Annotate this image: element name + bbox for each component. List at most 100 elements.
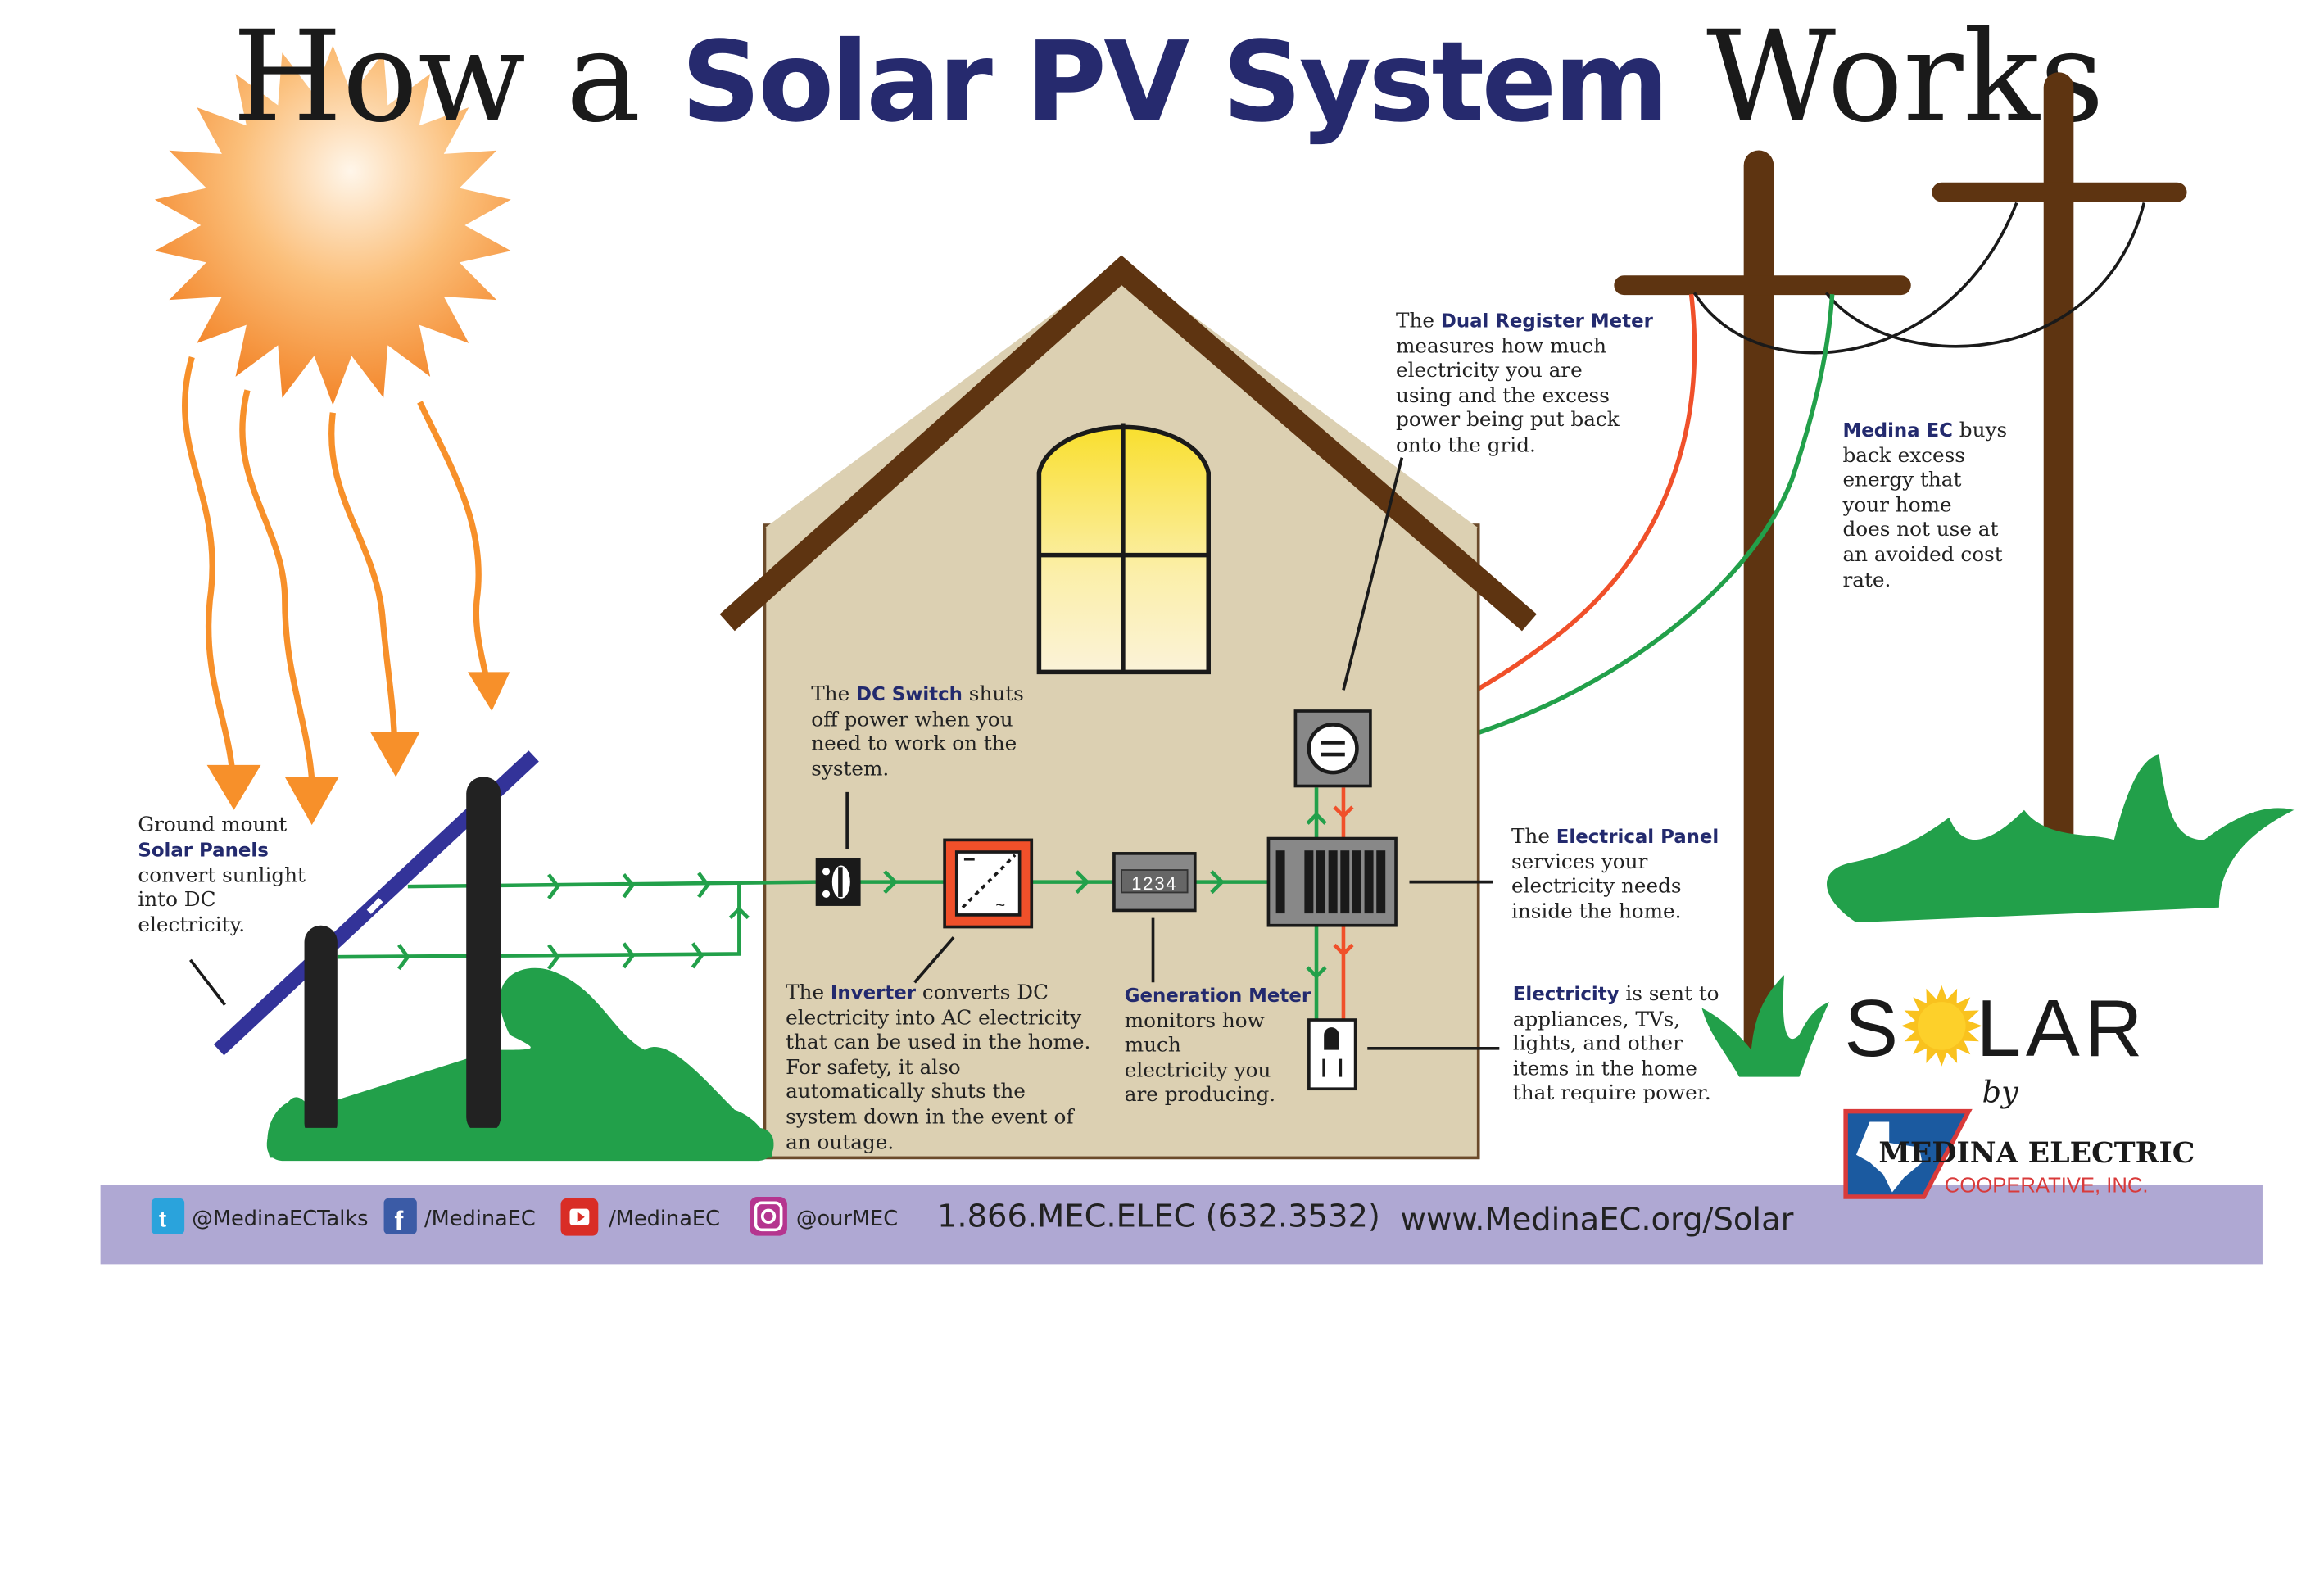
caption-dual-register-meter: The Dual Register Meter measures how muc… [1396, 308, 1654, 456]
breaker [1352, 850, 1361, 914]
outlet-icon [1307, 1018, 1500, 1091]
title-part1: How a [233, 4, 682, 151]
twitter-glyph: t [159, 1207, 166, 1232]
twitter-handle: @MedinaECTalks [192, 1207, 368, 1231]
caption-line: much [1125, 1032, 1181, 1056]
caption-text: The [786, 980, 831, 1003]
caption-highlight: Electrical Panel [1556, 827, 1719, 848]
caption-medina-buys-back: Medina EC buys back excess energy that y… [1842, 418, 2007, 591]
instagram-handle: @ourMEC [796, 1207, 898, 1231]
caption-text: The [1396, 308, 1441, 332]
caption-line: electricity. [138, 913, 245, 936]
company-name: MEDINA ELECTRIC [1878, 1136, 2195, 1170]
caption-line: Electricity is sent to [1513, 981, 1719, 1005]
caption-line: an avoided cost [1842, 542, 2002, 566]
youtube-handle: /MedinaEC [609, 1207, 720, 1231]
caption-line: energy that [1842, 467, 1961, 491]
caption-generation-meter: Generation Meter monitors how much elect… [1125, 985, 1311, 1106]
grass-tuft [1701, 975, 1829, 1077]
caption-line: measures how much [1396, 334, 1606, 358]
breaker [1304, 850, 1314, 914]
website-link[interactable]: www.MedinaEC.org/Solar [1401, 1201, 1794, 1238]
caption-line: services your [1511, 849, 1648, 873]
caption-electrical-panel: The Electrical Panel services your elect… [1511, 824, 1719, 923]
texas-map-icon [1855, 1121, 1923, 1193]
caption-line: that can be used in the home. [786, 1030, 1090, 1053]
arrowhead-icon [468, 672, 510, 711]
caption-line: power being put back [1396, 407, 1620, 431]
caption-dc-switch: The DC Switch shuts off power when you n… [811, 682, 1024, 781]
panel-gap [366, 898, 383, 914]
caption-line: rate. [1842, 568, 1891, 591]
caption-line: that require power. [1513, 1080, 1711, 1104]
caption-line: electricity you [1125, 1058, 1271, 1082]
instagram-frame [754, 1201, 783, 1232]
electrical-panel-icon [1266, 836, 1494, 927]
caption-text: is sent to [1620, 981, 1719, 1005]
caption-line: monitors how [1125, 1008, 1265, 1032]
shrub-left [267, 967, 772, 1158]
logo-s: S [1844, 983, 1898, 1073]
breaker [1275, 850, 1285, 914]
caption-text: The [1511, 824, 1556, 848]
caption-line: need to work on the [811, 732, 1017, 755]
caption-line: system down in the event of [786, 1104, 1075, 1128]
twitter-link[interactable]: t @MedinaECTalks [151, 1198, 369, 1234]
caption-line: Medina EC buys [1842, 418, 2007, 442]
caption-line: onto the grid. [1396, 433, 1536, 456]
caption-line: appliances, TVs, [1513, 1007, 1680, 1031]
ground-mount-solar-panel [188, 750, 539, 1140]
facebook-link[interactable]: f /MedinaEC [383, 1198, 536, 1235]
title-highlight: Solar PV System [681, 17, 1666, 147]
logo-by: by [1982, 1075, 2019, 1110]
caption-highlight: DC Switch [856, 684, 963, 705]
dc-switch-icon [815, 791, 861, 906]
generation-meter-icon: 1234 [1112, 852, 1197, 983]
caption-line: off power when you [811, 707, 1013, 731]
caption-solar-panels: Ground mount Solar Panels convert sunlig… [138, 812, 306, 936]
youtube-link[interactable]: /MedinaEC [560, 1198, 720, 1236]
instagram-icon [750, 1197, 787, 1236]
caption-highlight: Solar Panels [138, 840, 268, 862]
breaker [1316, 850, 1326, 914]
logo-sun-icon [1900, 985, 1982, 1067]
caption-line: system. [811, 757, 889, 781]
caption-line: electricity into AC electricity [786, 1006, 1081, 1030]
solar-logo: S LAR by [1844, 983, 2142, 1110]
facebook-handle: /MedinaEC [424, 1207, 536, 1231]
caption-highlight: Electricity [1513, 984, 1620, 1005]
page-title: How a Solar PV System Works [233, 4, 2104, 151]
caption-line: Ground mount [138, 812, 287, 836]
caption-line: into DC [138, 887, 215, 911]
caption-text: converts DC [916, 980, 1049, 1003]
caption-line: lights, and other [1513, 1031, 1683, 1055]
dual-register-meter-icon [1293, 457, 1404, 788]
medina-electric-logo: MEDINA ELECTRIC COOPERATIVE, INC. [1843, 1108, 2195, 1199]
footer-social: t @MedinaECTalks f /MedinaEC /MedinaEC @… [151, 1197, 1794, 1238]
power-lines [1692, 202, 2146, 355]
caption-line: inside the home. [1511, 899, 1682, 923]
facebook-icon [383, 1198, 417, 1234]
phone-number[interactable]: 1.866.MEC.ELEC (632.3532) [937, 1198, 1380, 1235]
company-subtitle: COOPERATIVE, INC. [1945, 1175, 2149, 1198]
caption-highlight: Dual Register Meter [1441, 310, 1654, 332]
caption-line: The Electrical Panel [1511, 824, 1719, 848]
caption-line: electricity you are [1396, 358, 1583, 382]
caption-leader [188, 958, 227, 1006]
caption-line: electricity needs [1511, 873, 1682, 897]
breaker [1376, 850, 1386, 914]
sun-ray [239, 389, 315, 781]
caption-highlight: Generation Meter [1125, 985, 1311, 1007]
caption-line: an outage. [786, 1130, 894, 1153]
grid-arrow-chevrons [1333, 805, 1354, 957]
twitter-icon [151, 1198, 185, 1234]
house-roof [719, 255, 1537, 632]
title-part2: Works [1666, 4, 2104, 151]
instagram-link[interactable]: @ourMEC [750, 1197, 898, 1236]
grid-export-flow-line [1368, 293, 1835, 762]
caption-line: items in the home [1513, 1057, 1697, 1080]
caption-highlight: Medina EC [1842, 420, 1952, 442]
caption-line: The DC Switch shuts [811, 682, 1024, 705]
instagram-lens [760, 1208, 777, 1224]
